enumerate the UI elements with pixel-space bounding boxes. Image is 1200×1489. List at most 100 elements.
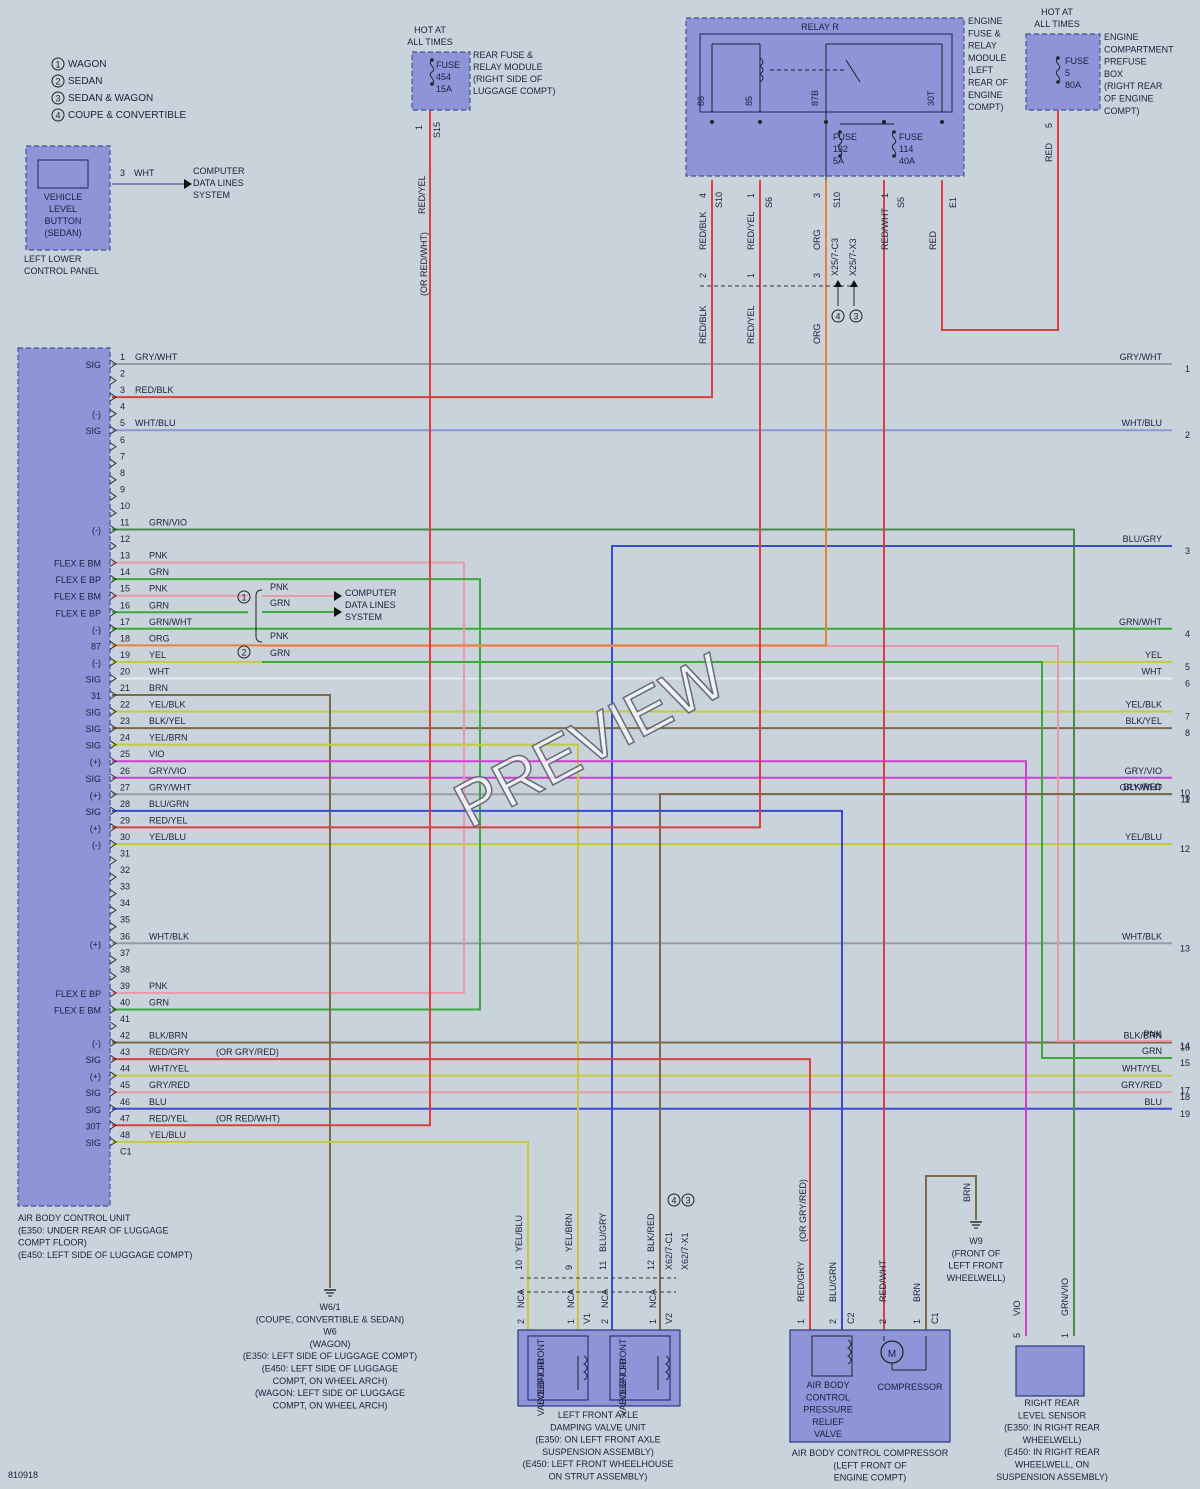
ground-w6-label: (WAGON: LEFT SIDE OF LUGGAGE	[255, 1388, 405, 1398]
abcu-sig: (+)	[90, 823, 101, 833]
abcu-sig: (-)	[92, 526, 101, 536]
relay-pin-87B: 87B	[810, 90, 820, 106]
relay-pin-86: 86	[696, 96, 706, 106]
pin-chevron-icon	[109, 475, 117, 485]
abcu-pin-38: 38	[120, 964, 130, 974]
ground-w6-label: (WAGON)	[310, 1339, 351, 1349]
pin-chevron-icon	[109, 541, 117, 551]
legend-circle-4	[51, 108, 65, 122]
harness-wire-3: BLU/GRY	[1123, 534, 1162, 544]
vlb-panel: LEFT LOWER	[24, 254, 82, 264]
coil-icon	[665, 1355, 670, 1381]
abcu-wire-45: GRY/RED	[149, 1080, 190, 1090]
harness-wire-11: GRY/WHT	[1120, 782, 1163, 792]
relay-wire-below: RED/YEL	[746, 305, 756, 344]
abcu-pin-10: 10	[120, 501, 130, 511]
wire-brn-ground	[925, 1175, 977, 1336]
abcu-sig: (-)	[92, 658, 101, 668]
relay-x-label: X25/7-X3	[848, 238, 858, 276]
comp-alt: (OR GRY/RED)	[798, 1179, 808, 1242]
damping-x-label: X62/7-C1	[664, 1232, 674, 1270]
pin-chevron-icon	[109, 359, 117, 369]
coil-icon	[583, 1355, 588, 1381]
wire-pin-43	[112, 1058, 811, 1336]
pin-chevron-icon	[109, 442, 117, 452]
relay-circ-3: 3	[853, 312, 858, 322]
relay-pin-30T: 30T	[926, 90, 936, 106]
harness-out-19: 19	[1180, 1109, 1190, 1119]
legend-circle-3: 3	[55, 94, 60, 104]
legend-item-2: SEDAN	[68, 76, 102, 87]
sensor-wire: GRN/VIO	[1060, 1278, 1070, 1316]
pin-chevron-icon	[109, 409, 117, 419]
harness-out-18: 18	[1180, 1092, 1190, 1102]
pin-chevron-icon	[109, 955, 117, 965]
abcu-pin-42: 42	[120, 1031, 130, 1041]
harness-out-3: 3	[1185, 546, 1190, 556]
harness-out-5: 5	[1185, 662, 1190, 672]
ground-w6-label: COMPT, ON WHEEL ARCH)	[273, 1400, 388, 1410]
abcu-c1: C1	[120, 1146, 132, 1156]
harness-wire-16: BLK/BRN	[1123, 1031, 1162, 1041]
pin-chevron-icon	[109, 905, 117, 915]
ground-w6-label: (E350: LEFT SIDE OF LUGGAGE COMPT)	[243, 1351, 417, 1361]
pin-chevron-icon	[109, 591, 117, 601]
comp-cav: C2	[846, 1312, 856, 1324]
prefuse-hot: ALL TIMES	[1034, 19, 1080, 29]
prefuse-box-label: ENGINE	[1104, 32, 1139, 42]
cdl-wire: PNK	[270, 582, 289, 592]
abcu-wire-22: YEL/BLK	[149, 700, 186, 710]
relay-wire-label: RED/BLK	[698, 211, 708, 250]
legend-circle-1	[51, 57, 65, 71]
relay-pin-85: 85	[744, 96, 754, 106]
pin-chevron-icon	[109, 806, 117, 816]
abcu-pin-1: 1	[120, 352, 125, 362]
abcu-wire-1: GRY/WHT	[135, 352, 178, 362]
abcu-pin-20: 20	[120, 666, 130, 676]
air-body-control-unit	[17, 347, 111, 1207]
compressor-unit-label: ENGINE COMPT)	[834, 1473, 907, 1483]
ground-w9-label: W9	[969, 1236, 983, 1246]
wires	[112, 110, 1172, 1336]
relay-circ-4	[831, 309, 845, 323]
abcu-sig: SIG	[85, 1138, 101, 1148]
fuse-terminal-icon	[430, 82, 434, 86]
abcu-pin-35: 35	[120, 915, 130, 925]
abcu-pin-41: 41	[120, 1014, 130, 1024]
abcu-pin-31: 31	[120, 849, 130, 859]
vlb-pin: 3	[120, 168, 125, 178]
abcu-alt-47: (OR RED/WHT)	[216, 1113, 280, 1123]
harness-out-8: 8	[1185, 728, 1190, 738]
pin-chevron-icon	[109, 392, 117, 402]
pin-chevron-icon	[109, 856, 117, 865]
abcu-pin-46: 46	[120, 1097, 130, 1107]
engine-module-label: ENGINE	[968, 90, 1003, 100]
relay-wire-label: RED	[928, 230, 938, 250]
coil-icon	[759, 57, 764, 83]
abcu-label: AIR BODY CONTROL UNIT	[18, 1213, 131, 1223]
prefuse-box-label: BOX	[1104, 69, 1123, 79]
vlb-cdl: COMPUTER	[193, 166, 245, 176]
ground-w9-label: WHEELWELL)	[947, 1273, 1006, 1283]
legend-circle-2	[51, 74, 65, 88]
cdl-wire: PNK	[270, 631, 289, 641]
valve-2-label: VALVE 2	[618, 1381, 628, 1416]
fuse-icon	[891, 131, 897, 157]
relay-cavity: S10	[714, 192, 724, 208]
harness-wire-12: YEL/BLU	[1125, 832, 1162, 842]
wire-pin-24	[112, 743, 579, 1336]
abcu-pin-30: 30	[120, 832, 130, 842]
abcu-sig: 31	[91, 691, 101, 701]
pin-chevron-icon	[109, 822, 117, 832]
fuse-terminal-icon	[892, 130, 896, 134]
abcu-sig: SIG	[85, 1105, 101, 1115]
wire-pin-18	[112, 180, 827, 647]
harness-wire-5: YEL	[1145, 650, 1162, 660]
damping-unit-label: LEFT FRONT AXLE	[558, 1410, 638, 1420]
fuse-114: FUSE	[899, 132, 923, 142]
abcu-pin-2: 2	[120, 369, 125, 379]
relay-wire-label: RED/YEL	[746, 211, 756, 250]
compressor-unit-label: (LEFT FRONT OF	[833, 1460, 907, 1470]
relay-out-pin: 1	[880, 193, 890, 198]
